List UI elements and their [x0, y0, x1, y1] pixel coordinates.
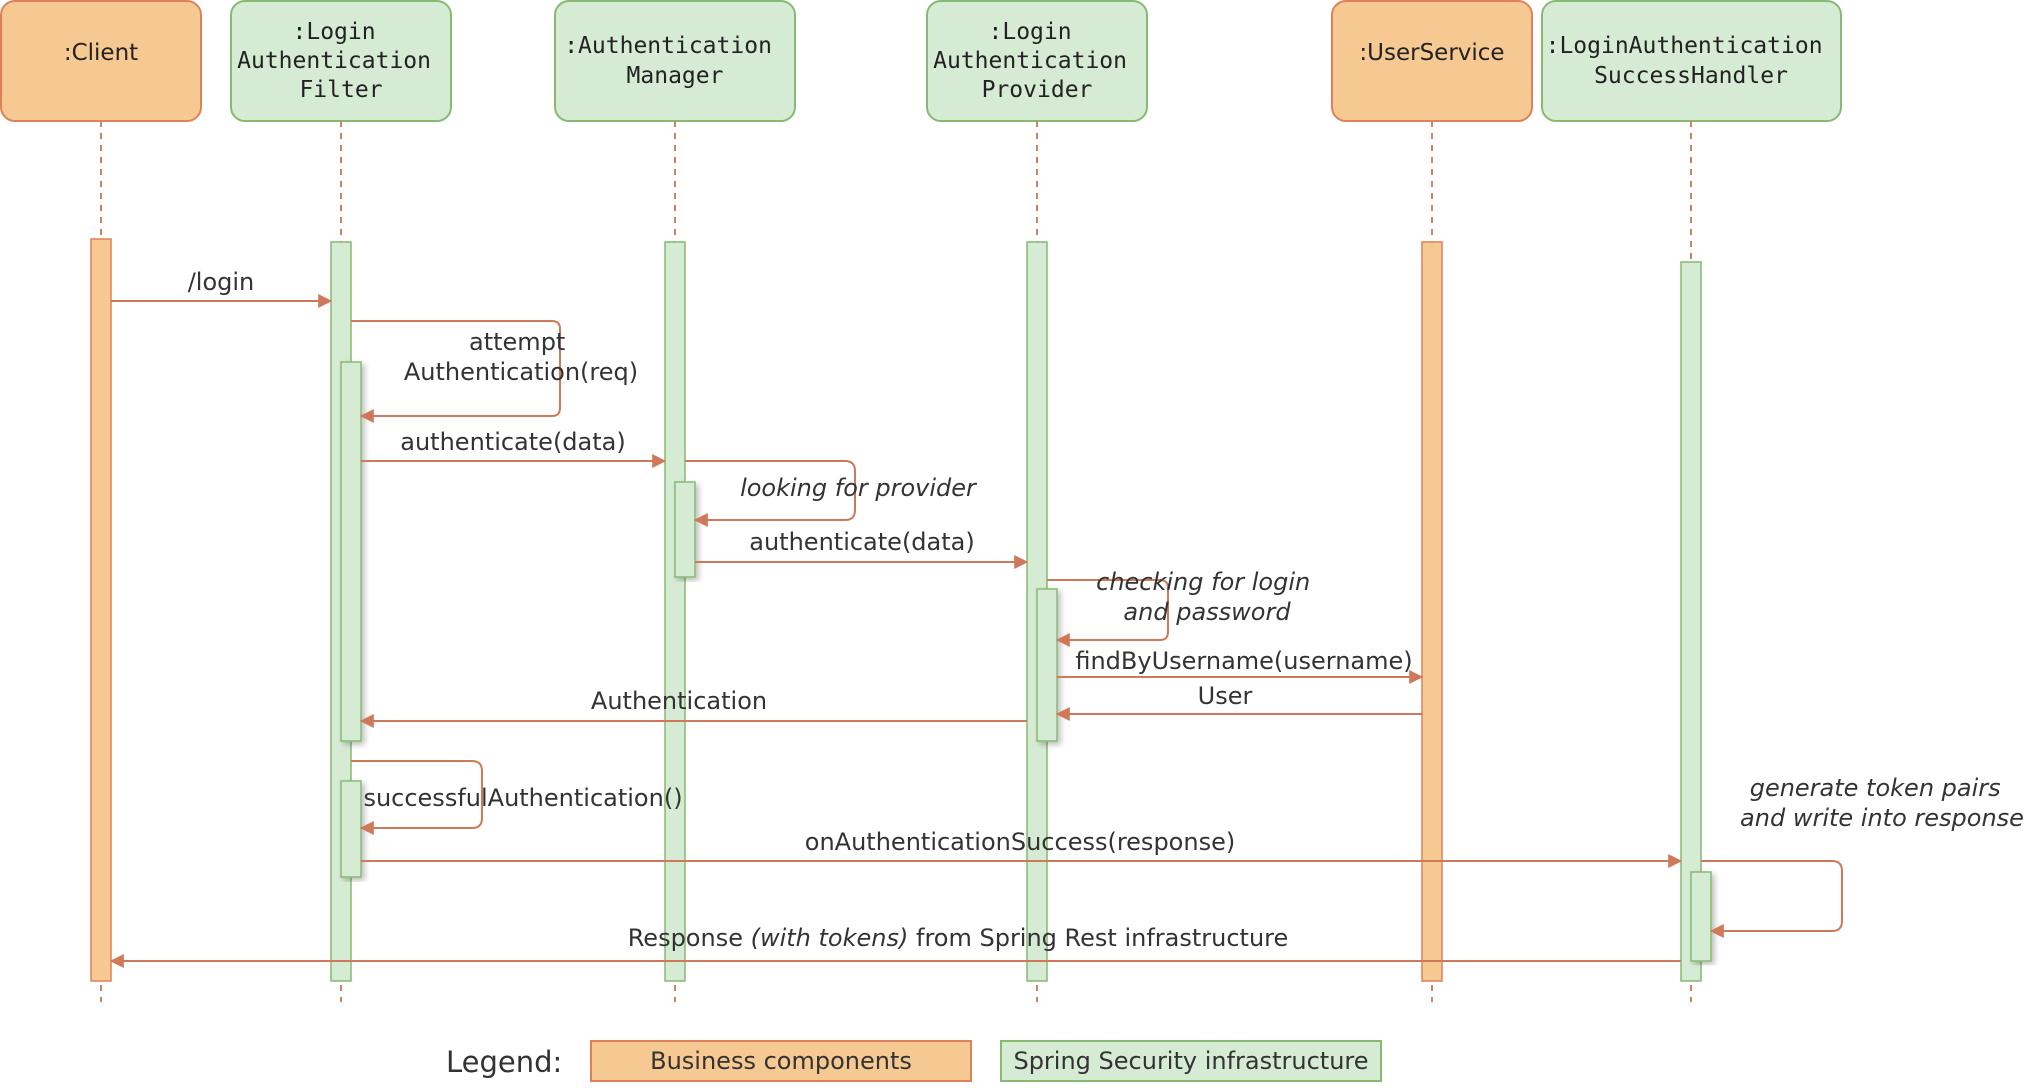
activation-handler-generate	[1690, 871, 1712, 962]
message-response-with-tokens: Response (with tokens) from Spring Rest …	[109, 924, 1681, 968]
legend: Legend: Business components Spring Secur…	[446, 1040, 1382, 1082]
message-on-authentication-success: onAuthenticationSuccess(response)	[361, 828, 1683, 868]
message-login-label: /login	[188, 268, 255, 296]
message-user-return: User	[1055, 682, 1422, 721]
participant-provider-label: :Login Authentication Provider	[933, 19, 1141, 103]
activation-manager-lookup	[674, 481, 696, 578]
message-authenticate-provider-label: authenticate(data)	[749, 528, 974, 556]
participant-client-label: :Client	[64, 40, 138, 66]
participant-success-handler: :LoginAuthentication SuccessHandler	[1541, 0, 1842, 122]
messages: /login attempt Authentication(req) authe…	[109, 268, 2024, 968]
message-generate-label: generate token pairs and write into resp…	[1740, 774, 2024, 832]
message-looking-label: looking for provider	[740, 474, 978, 502]
legend-title: Legend:	[446, 1045, 562, 1079]
message-checking-login: checking for login and password	[1047, 568, 1318, 647]
participant-manager-label: :Authentication Manager	[564, 33, 786, 89]
participant-userservice-label: :UserService	[1359, 40, 1504, 66]
message-successful-authentication: successfulAuthentication()	[351, 760, 683, 835]
message-authentication-label: Authentication	[591, 687, 767, 715]
participant-user-service: :UserService	[1331, 0, 1533, 122]
message-find-label: findByUsername(username)	[1075, 647, 1412, 675]
legend-business: Business components	[590, 1040, 972, 1082]
message-find-by-username: findByUsername(username)	[1057, 647, 1424, 684]
message-looking-for-provider: looking for provider	[685, 460, 978, 527]
activation-provider-check	[1036, 588, 1058, 742]
legend-infrastructure-label: Spring Security infrastructure	[1013, 1047, 1368, 1075]
legend-infrastructure-swatch	[1000, 1040, 1382, 1082]
message-successful-arrow	[351, 760, 483, 835]
message-generate-arrow	[1701, 860, 1843, 938]
activation-bars	[90, 238, 1712, 982]
message-attempt-arrow	[351, 320, 561, 423]
message-on-success-label: onAuthenticationSuccess(response)	[805, 828, 1235, 856]
message-successful-label: successfulAuthentication()	[363, 784, 682, 812]
message-response-label: Response (with tokens) from Spring Rest …	[628, 924, 1289, 952]
activation-manager	[664, 241, 686, 982]
message-authenticate-provider: authenticate(data)	[695, 528, 1029, 569]
legend-business-label: Business components	[650, 1047, 912, 1075]
message-attempt-authentication: attempt Authentication(req)	[351, 320, 638, 423]
participant-login-authentication-provider: :Login Authentication Provider	[926, 0, 1148, 122]
message-authenticate-manager: authenticate(data)	[361, 428, 667, 468]
message-checking-label: checking for login and password	[1096, 568, 1318, 626]
legend-business-swatch	[590, 1040, 972, 1082]
message-looking-arrow	[685, 460, 856, 527]
activation-handler	[1680, 261, 1702, 982]
participant-filter-label: :Login Authentication Filter	[237, 19, 445, 103]
activation-filter-success	[340, 780, 362, 878]
activation-userservice	[1421, 241, 1443, 982]
activation-filter-attempt	[340, 361, 362, 742]
message-authenticate-manager-label: authenticate(data)	[400, 428, 625, 456]
message-attempt-label: attempt Authentication(req)	[404, 328, 638, 386]
participant-client: :Client	[0, 0, 202, 122]
legend-infrastructure: Spring Security infrastructure	[1000, 1040, 1382, 1082]
message-login: /login	[111, 268, 333, 308]
participant-handler-label: :LoginAuthentication SuccessHandler	[1546, 33, 1837, 89]
participant-authentication-manager: :Authentication Manager	[554, 0, 796, 122]
message-user-label: User	[1198, 682, 1253, 710]
message-authentication-return: Authentication	[359, 687, 1027, 728]
activation-client	[90, 238, 112, 982]
message-generate-tokens: generate token pairs and write into resp…	[1701, 774, 2024, 938]
message-checking-arrow	[1047, 579, 1169, 647]
participant-login-authentication-filter: :Login Authentication Filter	[230, 0, 452, 122]
